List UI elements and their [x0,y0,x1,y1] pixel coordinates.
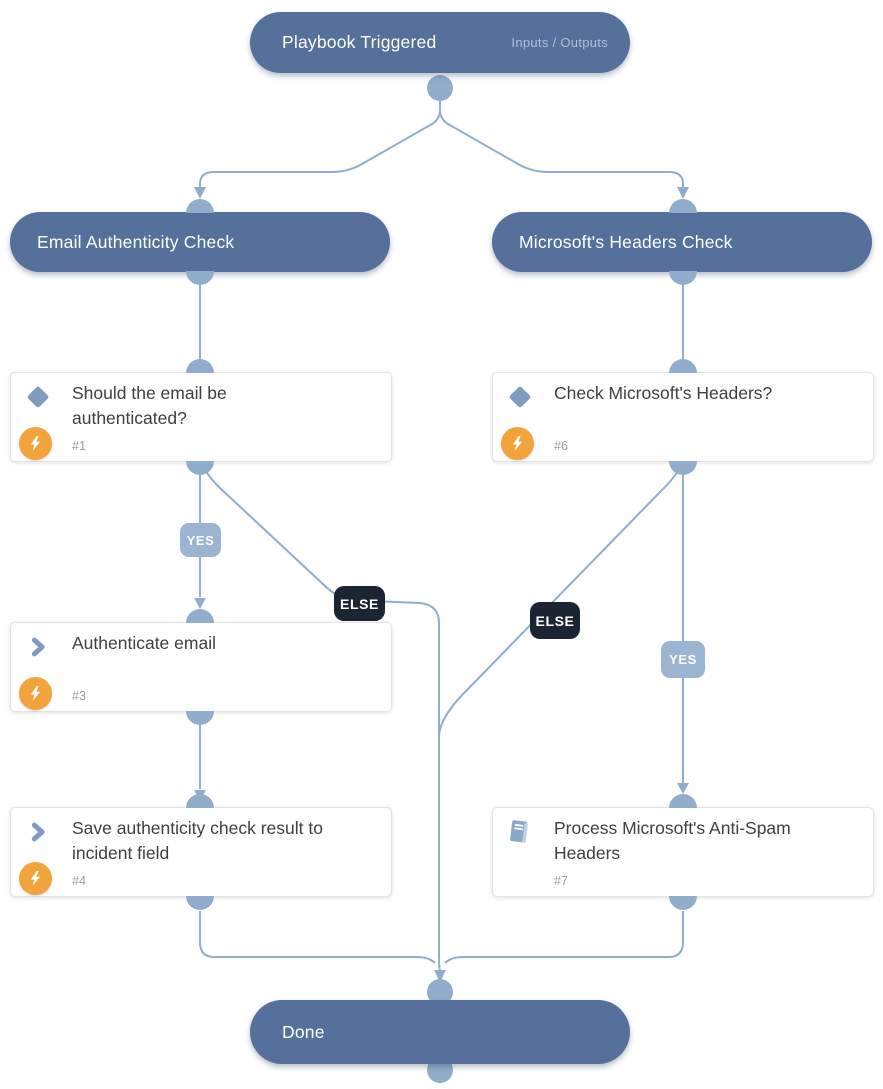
node-title: Playbook Triggered [282,32,437,52]
node-title: Email Authenticity Check [37,231,235,252]
node-section-microsofts-headers-check[interactable]: Microsoft's Headers Check [492,212,872,272]
action-chevron-icon [25,634,51,660]
task-card-1[interactable]: Should the email be authenticated? #1 [10,372,392,462]
task-id: #1 [72,439,86,453]
task-card-3[interactable]: Authenticate email #3 [10,622,392,712]
automation-lightning-icon [19,677,52,710]
condition-icon [507,384,533,410]
edge-label-text: ELSE [535,612,575,629]
task-title: Should the email be authenticated? [72,383,227,428]
task-card-4[interactable]: Save authenticity check result to incide… [10,807,392,897]
edge-label-else-right: ELSE [530,602,580,639]
edge-label-text: ELSE [340,595,379,612]
task-id: #7 [554,874,568,888]
task-id: #4 [72,874,86,888]
pill-connector-ports [427,75,453,1083]
edge-label-else-left: ELSE [334,586,385,621]
automation-lightning-icon [19,862,52,895]
node-playbook-triggered[interactable]: Playbook Triggered Inputs / Outputs [250,12,630,73]
task-card-6[interactable]: Check Microsoft's Headers? #6 [492,372,874,462]
node-connector-nubs [186,199,697,910]
edge-label-yes-left: YES [180,523,221,557]
node-title: Done [282,1021,325,1042]
task-title: Process Microsoft's Anti-Spam Headers [554,818,791,863]
node-section-email-authenticity-check[interactable]: Email Authenticity Check [10,212,390,272]
condition-icon [25,384,51,410]
task-title: Check Microsoft's Headers? [554,383,773,403]
task-id: #6 [554,439,568,453]
edge-label-text: YES [186,532,215,548]
node-title: Microsoft's Headers Check [519,231,733,252]
inputs-outputs-link[interactable]: Inputs / Outputs [511,35,608,50]
sub-playbook-book-icon [507,819,533,845]
task-title: Authenticate email [72,633,216,653]
task-id: #3 [72,689,86,703]
edge-label-yes-right: YES [661,641,705,678]
action-chevron-icon [25,819,51,845]
task-card-7[interactable]: Process Microsoft's Anti-Spam Headers #7 [492,807,874,897]
task-title: Save authenticity check result to incide… [72,818,323,863]
automation-lightning-icon [501,427,534,460]
automation-lightning-icon [19,427,52,460]
edge-label-text: YES [669,652,697,667]
node-done[interactable]: Done [250,1000,630,1064]
